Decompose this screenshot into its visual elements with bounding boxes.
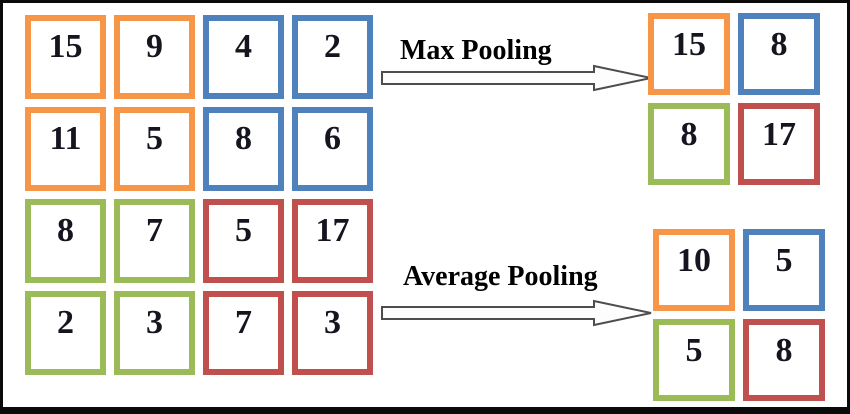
result-cell: 15	[648, 13, 730, 95]
cell-value: 10	[677, 242, 711, 279]
average-pooling-label: Average Pooling	[403, 261, 598, 292]
input-cell: 2	[292, 15, 373, 99]
input-cell: 8	[203, 107, 284, 191]
cell-value: 6	[324, 120, 341, 157]
input-cell: 11	[25, 107, 106, 191]
cell-value: 8	[235, 120, 252, 157]
average-pooling-result: 10 5 5 8	[653, 229, 825, 401]
cell-value: 15	[48, 28, 83, 65]
max-pooling-arrow-icon	[381, 64, 652, 92]
input-cell: 3	[292, 291, 373, 375]
result-cell: 8	[648, 103, 730, 185]
input-feature-map: 15 9 4 2 11 5 8 6 8 7 5 17 2 3 7 3	[25, 15, 373, 375]
cell-value: 2	[324, 28, 341, 65]
input-cell: 2	[25, 291, 106, 375]
input-cell: 15	[25, 15, 106, 99]
cell-value: 11	[49, 120, 82, 157]
cell-value: 7	[235, 304, 252, 341]
cell-value: 3	[146, 304, 163, 341]
cell-value: 17	[315, 212, 350, 249]
cell-value: 3	[324, 304, 341, 341]
cell-value: 8	[775, 332, 793, 369]
input-cell: 3	[114, 291, 195, 375]
cell-value: 5	[235, 212, 252, 249]
cell-value: 4	[235, 28, 252, 65]
result-cell: 8	[743, 319, 825, 401]
input-cell: 17	[292, 199, 373, 283]
cell-value: 7	[146, 212, 163, 249]
result-cell: 17	[738, 103, 820, 185]
cell-value: 5	[775, 242, 793, 279]
cell-value: 15	[672, 26, 706, 63]
cell-value: 5	[685, 332, 703, 369]
cell-value: 8	[57, 212, 74, 249]
input-cell: 4	[203, 15, 284, 99]
cell-value: 2	[57, 304, 74, 341]
input-cell: 7	[203, 291, 284, 375]
input-cell: 8	[25, 199, 106, 283]
result-cell: 10	[653, 229, 735, 311]
cell-value: 17	[762, 116, 796, 153]
input-cell: 6	[292, 107, 373, 191]
result-cell: 8	[738, 13, 820, 95]
result-cell: 5	[653, 319, 735, 401]
input-cell: 5	[114, 107, 195, 191]
cell-value: 5	[146, 120, 163, 157]
cell-value: 9	[146, 28, 163, 65]
max-pooling-result: 15 8 8 17	[648, 13, 820, 185]
input-cell: 5	[203, 199, 284, 283]
cell-value: 8	[680, 116, 698, 153]
max-pooling-label: Max Pooling	[400, 35, 552, 66]
input-cell: 7	[114, 199, 195, 283]
result-cell: 5	[743, 229, 825, 311]
cell-value: 8	[770, 26, 788, 63]
input-cell: 9	[114, 15, 195, 99]
average-pooling-arrow-icon	[381, 299, 652, 327]
